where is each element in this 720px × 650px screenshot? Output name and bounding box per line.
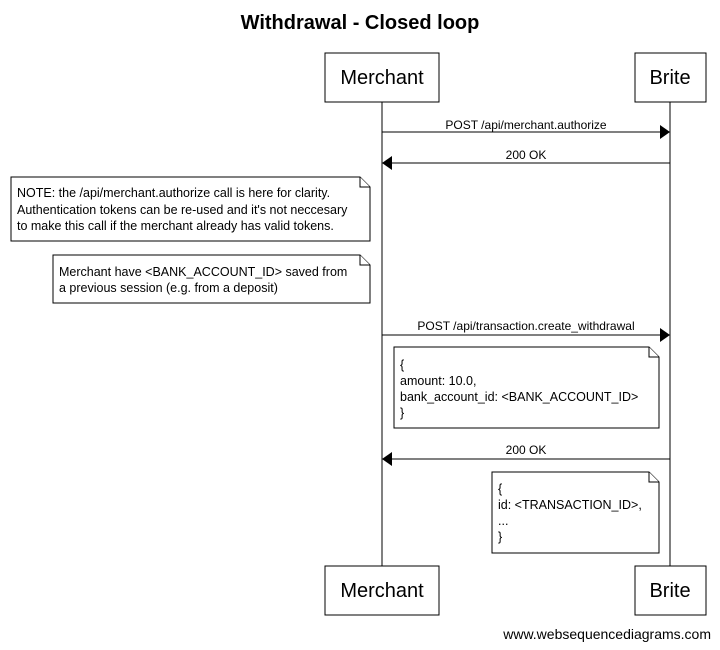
note-fold-corner <box>359 177 370 188</box>
message-authorize-response-label: 200 OK <box>506 148 547 162</box>
note-authorize-line-2: Authentication tokens can be re-used and… <box>17 203 348 217</box>
message-authorize: POST /api/merchant.authorize <box>382 118 670 139</box>
actor-brite-bottom-label: Brite <box>649 580 690 602</box>
actor-merchant-top: Merchant <box>324 52 440 103</box>
actor-brite-top: Brite <box>634 52 707 103</box>
footer-watermark: www.websequencediagrams.com <box>502 626 711 642</box>
note-withdrawal-line-1: { <box>400 358 404 372</box>
message-authorize-response: 200 OK <box>382 148 670 170</box>
note-transaction-line-3: ... <box>498 514 508 528</box>
note-withdrawal-line-2: amount: 10.0, <box>400 374 476 388</box>
message-withdrawal-response: 200 OK <box>382 443 670 466</box>
actor-brite-bottom: Brite <box>634 565 707 616</box>
message-authorize-label: POST /api/merchant.authorize <box>445 118 607 132</box>
diagram-title: Withdrawal - Closed loop <box>241 12 480 34</box>
note-withdrawal-line-4: } <box>400 406 404 420</box>
message-withdrawal-response-label: 200 OK <box>506 443 547 457</box>
arrow-head-left <box>382 156 392 170</box>
note-authorize-clarity: NOTE: the /api/merchant.authorize call i… <box>10 176 371 242</box>
note-withdrawal-line-3: bank_account_id: <BANK_ACCOUNT_ID> <box>400 390 638 404</box>
actor-brite-top-label: Brite <box>649 67 690 89</box>
note-bank-line-2: a previous session (e.g. from a deposit) <box>59 281 278 295</box>
note-authorize-line-3: to make this call if the merchant alread… <box>17 219 334 233</box>
note-authorize-line-1: NOTE: the /api/merchant.authorize call i… <box>17 186 330 200</box>
arrow-head-left <box>382 452 392 466</box>
note-fold-corner <box>359 255 370 266</box>
note-transaction-line-2: id: <TRANSACTION_ID>, <box>498 498 642 512</box>
message-create-withdrawal: POST /api/transaction.create_withdrawal <box>382 319 670 342</box>
message-create-withdrawal-label: POST /api/transaction.create_withdrawal <box>417 319 634 333</box>
arrow-head-right <box>660 328 670 342</box>
note-fold-corner <box>648 472 659 483</box>
note-transaction-response: { id: <TRANSACTION_ID>, ... } <box>491 471 660 554</box>
note-transaction-line-4: } <box>498 530 502 544</box>
note-fold-corner <box>648 347 659 358</box>
actor-merchant-top-label: Merchant <box>340 67 424 89</box>
note-bank-account: Merchant have <BANK_ACCOUNT_ID> saved fr… <box>52 254 371 304</box>
note-transaction-line-1: { <box>498 482 502 496</box>
actor-merchant-bottom: Merchant <box>324 565 440 616</box>
note-bank-line-1: Merchant have <BANK_ACCOUNT_ID> saved fr… <box>59 265 347 279</box>
arrow-head-right <box>660 125 670 139</box>
note-withdrawal-body: { amount: 10.0, bank_account_id: <BANK_A… <box>393 346 660 429</box>
actor-merchant-bottom-label: Merchant <box>340 580 424 602</box>
